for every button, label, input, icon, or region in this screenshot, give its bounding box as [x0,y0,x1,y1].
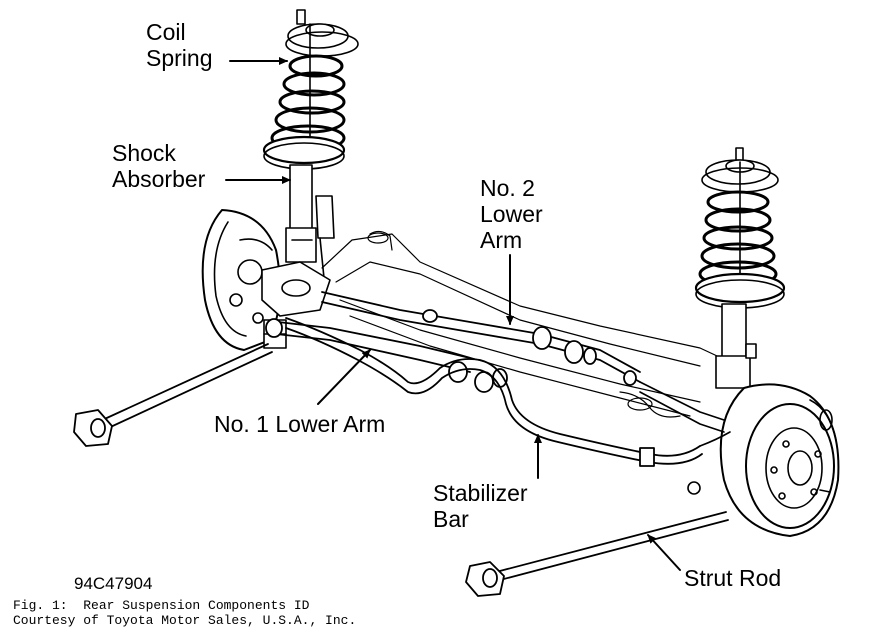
strut-rod-label-text: Strut Rod [684,565,782,591]
figure-id: 94C47904 [74,574,153,593]
stabilizer-bar-label-line1: Stabilizer [433,480,528,506]
no2-lower-arm-label-line3: Arm [480,227,523,253]
left-coil-spring [270,54,346,152]
stabilizer-bar-part [285,317,703,467]
strut-rod-leader [647,534,681,571]
coil-spring-label: Coil Spring [146,19,212,71]
stabilizer-bar-label-line2: Bar [433,506,469,532]
coil-spring-label-line2: Spring [146,45,213,71]
right-lower-links [639,381,731,495]
caption-line1: Fig. 1: Rear Suspension Components ID [13,598,310,613]
right-strut-assembly [694,147,786,389]
shock-absorber-label-line1: Shock [112,140,176,166]
shock-absorber-label: Shock Absorber [112,140,205,192]
no1-lower-arm-label: No. 1 Lower Arm [214,411,385,437]
right-strut-rod [465,511,729,597]
right-brake-disc [719,383,840,537]
left-strut-rod [73,343,273,447]
suspension-crossmember [321,230,731,418]
no2-lower-arm-label: No. 2 Lower Arm [480,175,543,253]
no2-lower-arm-label-line1: No. 2 [480,175,535,201]
stabilizer-bar-label: Stabilizer Bar [433,480,528,532]
leader-arrows [225,57,681,571]
caption-line2: Courtesy of Toyota Motor Sales, U.S.A., … [13,613,357,628]
no1-lower-arm-label-text: No. 1 Lower Arm [214,411,386,437]
no1-lower-arm-leader [317,349,371,405]
no2-lower-arm-part [321,291,641,386]
left-strut-assembly [262,9,359,279]
no2-lower-arm-label-line2: Lower [480,201,543,227]
coil-spring-label-line1: Coil [146,19,186,45]
right-coil-spring [698,190,778,288]
shock-absorber-label-line2: Absorber [112,166,206,192]
strut-rod-label: Strut Rod [684,565,781,591]
